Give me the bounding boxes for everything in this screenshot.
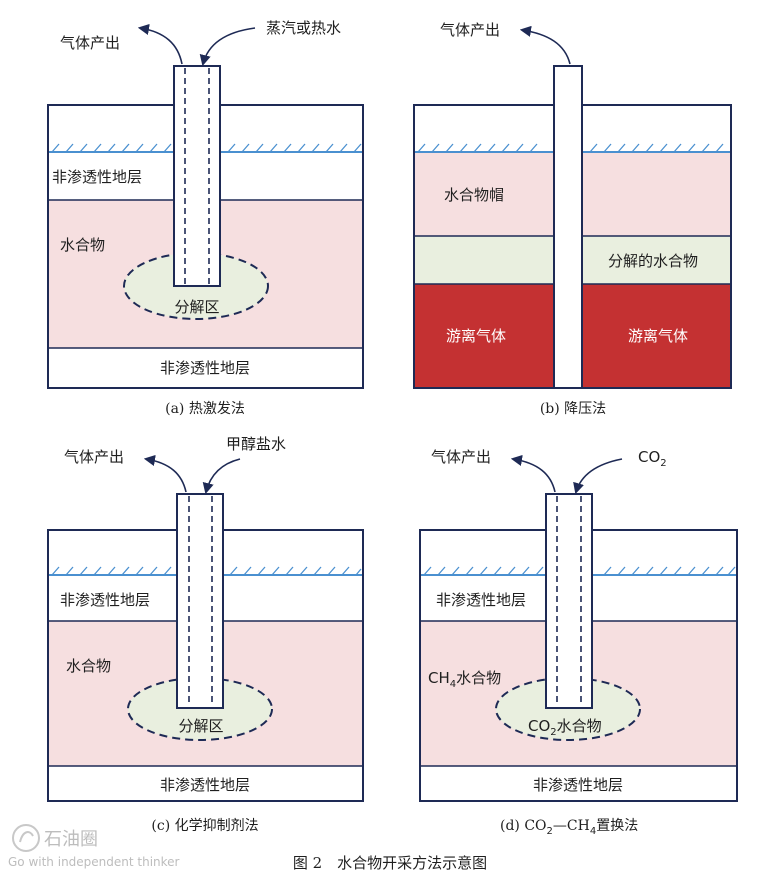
panel-c-well-pipe bbox=[176, 493, 224, 709]
watermark-brand: 石油圈 bbox=[44, 829, 98, 850]
watermark: 石油圈 Go with independent thinker bbox=[8, 824, 180, 869]
panel-b-gas-out-arrow bbox=[519, 25, 571, 65]
panel-a-gas-out-label: 气体产出 bbox=[60, 34, 120, 52]
panel-b-cap-label: 水合物帽 bbox=[444, 186, 504, 204]
panel-c-inject-arrow bbox=[202, 458, 241, 495]
panel-depressurization: 气体产出 水合物帽 分解的水合物 游离气体 游离气体 (b) 降压法 bbox=[413, 21, 732, 417]
panel-d-gas-out-arrow bbox=[510, 454, 556, 493]
panel-a-surface-hatching bbox=[51, 143, 362, 153]
panel-c-caption: (c) 化学抑制剂法 bbox=[151, 818, 258, 834]
panel-d-bottom-layer-label: 非渗透性地层 bbox=[533, 776, 623, 794]
figure-caption: 图 2 水合物开采方法示意图 bbox=[293, 854, 487, 872]
panel-b-caption: (b) 降压法 bbox=[540, 401, 606, 417]
watermark-slogan: Go with independent thinker bbox=[8, 855, 180, 869]
panel-c-gas-out-arrow bbox=[143, 454, 187, 493]
panel-c-inject-label: 甲醇盐水 bbox=[226, 435, 286, 453]
panel-d-caption: (d) CO2—CH4置换法 bbox=[500, 817, 638, 837]
panel-b-surface-hatching bbox=[417, 143, 724, 153]
panel-co2-ch4-replacement: 气体产出 CO2 非渗透性地层 CH4水合物 CO2水合物 非渗透性地层 (d)… bbox=[419, 448, 738, 837]
panel-a-well-pipe bbox=[173, 65, 221, 287]
panel-b-decomposed-label: 分解的水合物 bbox=[608, 252, 698, 270]
panel-chemical-inhibitor: 气体产出 甲醇盐水 非渗透性地层 水合物 分解区 非渗透性地层 (c) 化学抑制… bbox=[47, 435, 364, 834]
panel-a-top-layer-label: 非渗透性地层 bbox=[52, 168, 142, 186]
watermark-logo-swoosh-icon bbox=[19, 831, 34, 843]
panel-b-gas-out-label: 气体产出 bbox=[440, 21, 500, 39]
panel-d-ch4-hydrate-label: CH4水合物 bbox=[428, 669, 501, 690]
panel-a-caption: (a) 热激发法 bbox=[165, 400, 245, 417]
panel-d-surface-hatching bbox=[423, 566, 736, 576]
panel-thermal-stimulation: 气体产出 蒸汽或热水 非渗透性地层 水合物 分解区 非渗透性地层 (a) 热激发… bbox=[47, 19, 364, 417]
panel-c-surface-hatching bbox=[51, 566, 362, 576]
panel-a-bottom-layer-label: 非渗透性地层 bbox=[160, 359, 250, 377]
panel-a-gas-out-arrow bbox=[137, 23, 183, 65]
panel-b-free-gas-left-label: 游离气体 bbox=[446, 327, 506, 345]
panel-a-zone-label: 分解区 bbox=[174, 298, 219, 316]
panel-d-top-layer-label: 非渗透性地层 bbox=[436, 591, 526, 609]
panel-d-co2-hydrate-label: CO2水合物 bbox=[528, 717, 602, 738]
panel-d-inject-arrow bbox=[573, 458, 623, 495]
panel-b-free-gas-right-label: 游离气体 bbox=[628, 327, 688, 345]
panel-a-inject-arrow bbox=[199, 27, 256, 67]
panel-d-inject-label: CO2 bbox=[638, 448, 667, 469]
panel-c-bottom-layer-label: 非渗透性地层 bbox=[160, 776, 250, 794]
panel-c-zone-label: 分解区 bbox=[178, 717, 223, 735]
panel-c-hydrate-label: 水合物 bbox=[66, 657, 111, 675]
panel-c-top-layer-label: 非渗透性地层 bbox=[60, 591, 150, 609]
watermark-logo-icon bbox=[12, 824, 40, 852]
panel-c-gas-out-label: 气体产出 bbox=[64, 448, 124, 466]
panel-a-hydrate-label: 水合物 bbox=[60, 236, 105, 254]
panel-d-gas-out-label: 气体产出 bbox=[431, 448, 491, 466]
panel-b-well-pipe bbox=[553, 65, 583, 389]
panel-a-inject-label: 蒸汽或热水 bbox=[266, 19, 341, 37]
panel-d-well-pipe bbox=[545, 493, 593, 709]
